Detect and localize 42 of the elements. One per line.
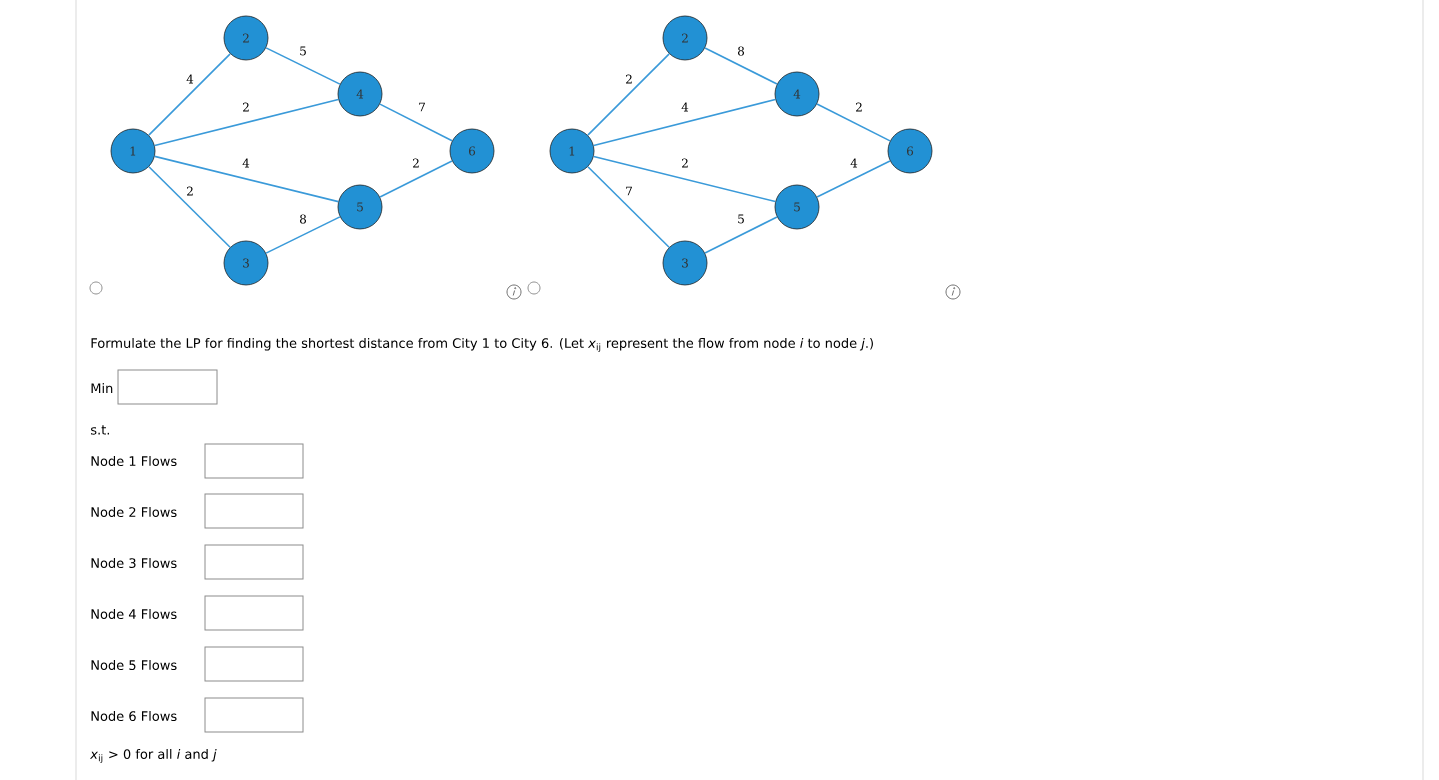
- edge: [153, 155, 340, 203]
- label-text: Node 5 Flows: [91, 659, 177, 671]
- edge: [592, 98, 777, 147]
- edge: [153, 98, 340, 147]
- edge-label: 4: [242, 158, 250, 168]
- edge-label: 2: [682, 158, 688, 168]
- edge-label: 7: [419, 102, 425, 112]
- edge-label: 2: [187, 186, 193, 196]
- label-text: Node 2 Flows: [91, 506, 177, 518]
- label-text: Node 1 Flows: [91, 455, 177, 467]
- edge-label: 2: [856, 102, 862, 112]
- edge-label: 4: [186, 74, 194, 84]
- edge-label: 4: [681, 102, 689, 112]
- edge: [704, 216, 778, 254]
- label-text: s.t.: [91, 425, 109, 435]
- edge: [704, 47, 778, 85]
- edge-label: 8: [300, 214, 307, 224]
- edge: [816, 103, 891, 142]
- edge: [265, 216, 341, 254]
- edge: [379, 103, 453, 142]
- label-text: Formulate the LP for finding the shortest distance from City 1 to City 6. (Let x$_{ij}$ represent the flow from node i to node j.): [91, 337, 873, 353]
- edge-label: 8: [738, 46, 745, 56]
- edge-label: 5: [300, 46, 306, 56]
- edge: [816, 160, 891, 198]
- label-text: Node 3 Flows: [91, 557, 177, 569]
- edge: [265, 47, 341, 85]
- edge-label: 7: [626, 186, 632, 196]
- edge: [148, 165, 231, 249]
- edge-label: 2: [413, 158, 419, 168]
- edge-label: 2: [626, 74, 632, 84]
- label-text: Node 6 Flows: [91, 710, 177, 722]
- edge-label: 4: [850, 158, 858, 168]
- label-text: Node 4 Flows: [91, 608, 177, 620]
- label-text: Min: [91, 383, 113, 393]
- edge: [148, 53, 231, 136]
- edge: [592, 155, 777, 203]
- edge: [379, 160, 453, 198]
- label-text: x$_{ij}$ > 0 for all i and j: [89, 748, 217, 764]
- edge-label: 5: [738, 214, 744, 224]
- edge-label: 2: [243, 102, 249, 112]
- edge: [587, 53, 670, 136]
- edge: [587, 165, 670, 249]
